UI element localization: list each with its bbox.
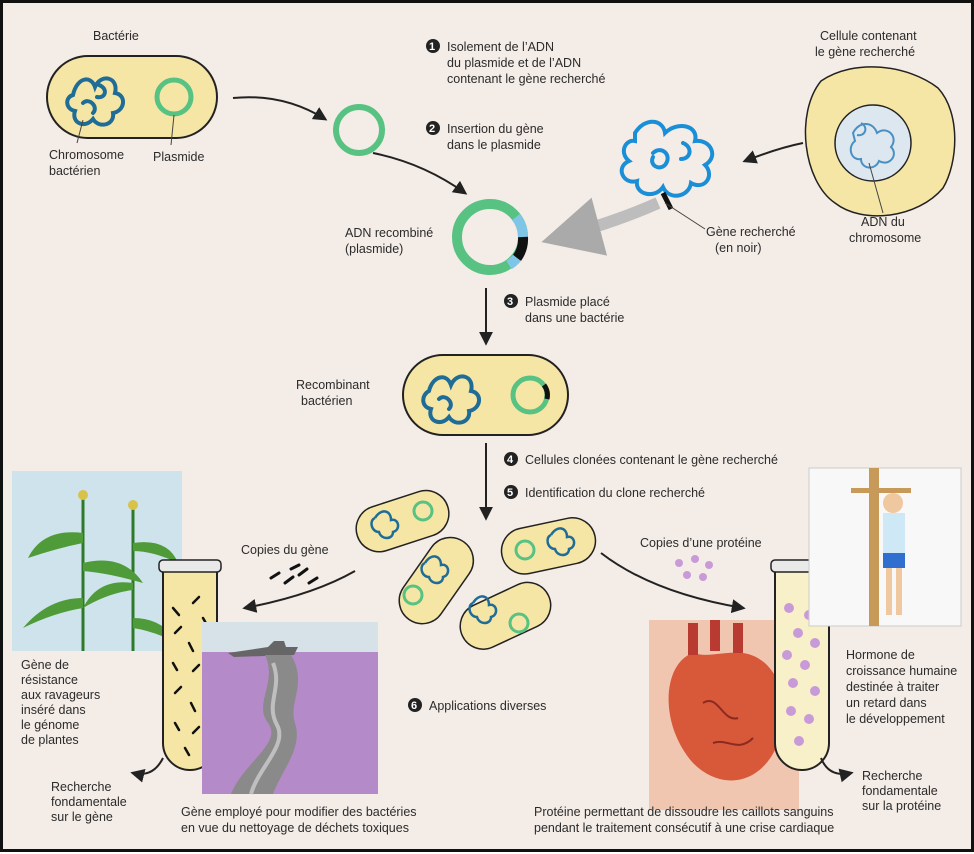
svg-text:4: 4 (507, 454, 514, 466)
child-growth-image (809, 468, 961, 626)
svg-text:pendant le traitement consécut: pendant le traitement consécutif à une c… (534, 821, 834, 835)
corn-plants-image (12, 471, 182, 651)
svg-text:sur le gène: sur le gène (51, 810, 113, 824)
label-dna-chrom-2: chromosome (849, 231, 921, 245)
label-plasmid: Plasmide (153, 150, 204, 164)
svg-text:de plantes: de plantes (21, 733, 79, 747)
label-resistance: Gène de résistance aux ravageurs inséré … (21, 658, 100, 747)
svg-text:croissance humaine: croissance humaine (846, 664, 957, 678)
svg-text:le génome: le génome (21, 718, 79, 732)
cloned-bacteria (350, 485, 599, 657)
label-recomb-bact-2: bactérien (301, 394, 352, 408)
svg-text:Applications diverses: Applications diverses (429, 699, 546, 713)
label-research-protein: Recherche fondamentale sur la protéine (862, 769, 941, 813)
svg-text:6: 6 (411, 700, 417, 712)
svg-text:Identification du clone recher: Identification du clone recherché (525, 486, 705, 500)
step-2: 2 Insertion du gène dans le plasmide (426, 121, 544, 152)
label-chromosome-2: bactérien (49, 164, 100, 178)
label-dna-chrom-1: ADN du (861, 215, 905, 229)
label-recomb-dna-1: ADN recombiné (345, 226, 433, 240)
svg-text:un retard dans: un retard dans (846, 696, 927, 710)
svg-text:contenant le gène recherché: contenant le gène recherché (447, 72, 605, 86)
label-bacterium: Bactérie (93, 29, 139, 43)
label-research-gene: Recherche fondamentale sur le gène (51, 780, 127, 824)
svg-text:aux ravageurs: aux ravageurs (21, 688, 100, 702)
svg-text:fondamentale: fondamentale (51, 795, 127, 809)
svg-text:résistance: résistance (21, 673, 78, 687)
label-recomb-bact-1: Recombinant (296, 378, 370, 392)
human-dna-fragment (622, 122, 713, 196)
svg-text:sur la protéine: sur la protéine (862, 799, 941, 813)
svg-text:Cellules clonées contenant le: Cellules clonées contenant le gène reche… (525, 453, 778, 467)
svg-text:dans le plasmide: dans le plasmide (447, 138, 541, 152)
plasmid-isolated (336, 107, 382, 153)
svg-text:Recherche: Recherche (862, 769, 922, 783)
step-3: 3 Plasmide placé dans une bactérie (504, 294, 624, 325)
recombinant-bacterium (403, 355, 568, 435)
svg-text:Gène employé pour modifier des: Gène employé pour modifier des bactéries (181, 805, 417, 819)
svg-text:Gène de: Gène de (21, 658, 69, 672)
svg-text:1: 1 (429, 41, 435, 53)
svg-text:Insertion du gène: Insertion du gène (447, 122, 544, 136)
label-gene-copies: Copies du gène (241, 543, 329, 557)
label-cell-2: le gène recherché (815, 45, 915, 59)
svg-text:Recherche: Recherche (51, 780, 111, 794)
svg-text:en vue du nettoyage de déchets: en vue du nettoyage de déchets toxiques (181, 821, 409, 835)
svg-text:Hormone de: Hormone de (846, 648, 915, 662)
label-toxic-cleanup: Gène employé pour modifier des bactéries… (181, 805, 417, 835)
svg-text:du plasmide et de l’ADN: du plasmide et de l’ADN (447, 56, 581, 70)
label-cell-1: Cellule contenant (820, 29, 917, 43)
nucleus (835, 105, 911, 181)
svg-text:2: 2 (429, 123, 435, 135)
label-clot: Protéine permettant de dissoudre les cai… (534, 805, 834, 835)
recombined-plasmid (457, 204, 523, 270)
label-gene-2: (en noir) (715, 241, 762, 255)
svg-text:dans une bactérie: dans une bactérie (525, 311, 624, 325)
gene-copy-fragments (271, 565, 317, 583)
svg-text:destinée à traiter: destinée à traiter (846, 680, 939, 694)
label-protein-copies: Copies d’une protéine (640, 536, 762, 550)
step-1: 1 Isolement de l’ADN du plasmide et de l… (426, 39, 605, 86)
step-6: 6 Applications diverses (408, 698, 546, 713)
svg-text:5: 5 (507, 487, 513, 499)
label-gene-1: Gène recherché (706, 225, 796, 239)
cell-with-gene (805, 67, 954, 216)
svg-text:3: 3 (507, 296, 513, 308)
step-4: 4 Cellules clonées contenant le gène rec… (504, 452, 778, 467)
step-5: 5 Identification du clone recherché (504, 485, 705, 500)
gene-cloning-diagram: Bactérie Chromosome bactérien Plasmide 1… (3, 3, 971, 849)
svg-text:Protéine permettant de dissoud: Protéine permettant de dissoudre les cai… (534, 805, 833, 819)
svg-text:Isolement de l’ADN: Isolement de l’ADN (447, 40, 554, 54)
bacterium-original (47, 56, 217, 138)
label-hormone: Hormone de croissance humaine destinée à… (846, 648, 957, 726)
oil-spill-image (202, 622, 378, 794)
svg-text:le développement: le développement (846, 712, 945, 726)
svg-text:Plasmide placé: Plasmide placé (525, 295, 610, 309)
svg-text:inséré dans: inséré dans (21, 703, 86, 717)
protein-dots (675, 555, 713, 581)
svg-text:fondamentale: fondamentale (862, 784, 938, 798)
label-recomb-dna-2: (plasmide) (345, 242, 403, 256)
label-chromosome-1: Chromosome (49, 148, 124, 162)
